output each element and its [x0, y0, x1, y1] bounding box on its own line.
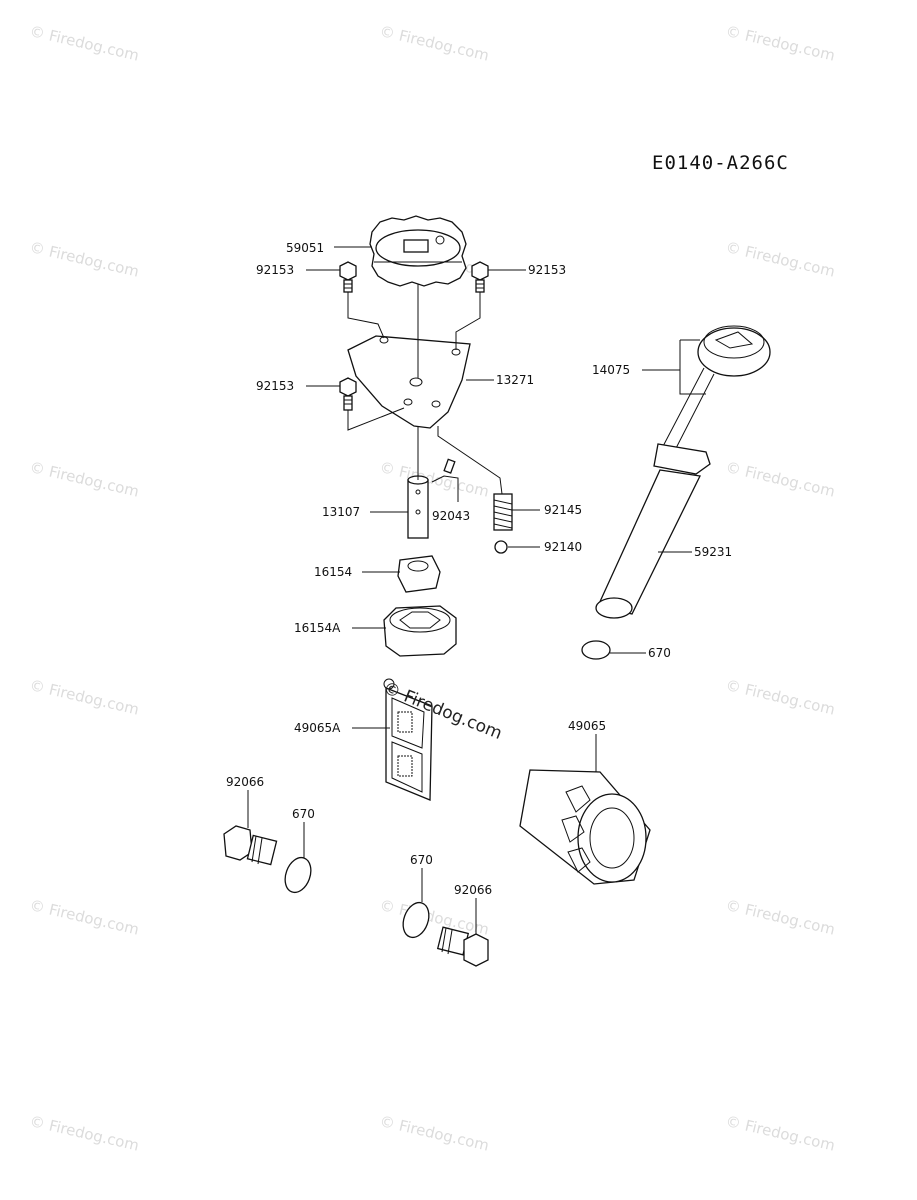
bolt-92153-a: [339, 261, 357, 293]
label-92066-a: 92066: [226, 775, 264, 789]
label-92145: 92145: [544, 503, 582, 517]
drain-plug-92066-a: [223, 825, 278, 866]
label-92153-c: 92153: [256, 379, 294, 393]
label-92140: 92140: [544, 540, 582, 554]
o-ring-670-b: [284, 856, 312, 894]
label-49065: 49065: [568, 719, 606, 733]
rotor-16154A: [383, 605, 457, 657]
tube-59231: [595, 443, 711, 619]
label-670-a: 670: [648, 646, 671, 660]
dipstick-14075: [659, 325, 771, 457]
label-13107: 13107: [322, 505, 360, 519]
label-59051: 59051: [286, 241, 324, 255]
label-49065A: 49065A: [294, 721, 341, 735]
label-92153-a: 92153: [256, 263, 294, 277]
strainer-49065A: [383, 678, 433, 801]
o-ring-670-a: [581, 640, 611, 660]
label-670-b: 670: [292, 807, 315, 821]
label-92066-b: 92066: [454, 883, 492, 897]
label-670-c: 670: [410, 853, 433, 867]
label-14075: 14075: [592, 363, 630, 377]
label-13271: 13271: [496, 373, 534, 387]
gear-59051: [369, 215, 467, 287]
label-16154A: 16154A: [294, 621, 341, 635]
label-59231: 59231: [694, 545, 732, 559]
drain-plug-92066-b: [436, 926, 489, 967]
plate-13271: [347, 335, 471, 429]
shaft-13107: [407, 475, 429, 539]
label-92043: 92043: [432, 509, 470, 523]
diagram-code: E0140-A266C: [652, 152, 789, 174]
o-ring-670-c: [402, 901, 430, 939]
oil-filter-49065: [519, 769, 651, 885]
leader-lines: [247, 246, 706, 934]
label-92153-b: 92153: [528, 263, 566, 277]
bolt-92153-b: [471, 261, 489, 293]
spring-92145: [493, 493, 513, 531]
label-16154: 16154: [314, 565, 352, 579]
rotor-16154: [397, 555, 441, 593]
pin-92043: [443, 458, 456, 474]
bolt-92153-c: [339, 377, 357, 411]
ball-92140: [494, 540, 508, 554]
